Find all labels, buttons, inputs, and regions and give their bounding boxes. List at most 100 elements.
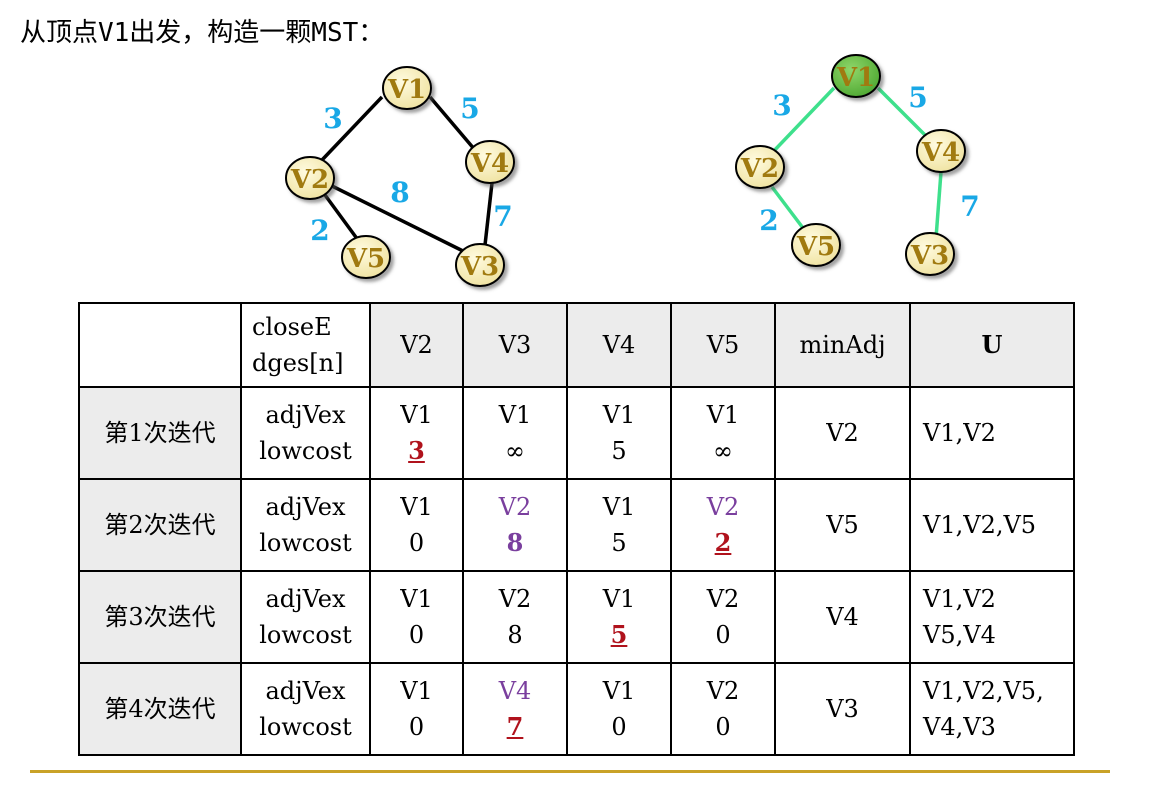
right-node-v4: [916, 129, 966, 173]
adjvex-value-updated: V4: [498, 677, 532, 705]
lowcost-label: lowcost: [259, 713, 352, 741]
adjvex-value: V2: [706, 677, 740, 705]
iteration-label-text: 第1次迭代: [104, 419, 216, 447]
u-set-line1: V1,V2: [923, 585, 996, 613]
left-node-v1: [382, 66, 432, 110]
iteration-label: 第4次迭代: [78, 662, 242, 756]
u-set-line2: V5,V4: [923, 621, 996, 649]
left-edge-v2-v5: [323, 193, 360, 242]
min-adj-value: V4: [774, 570, 911, 664]
lowcost-value: ∞: [505, 437, 525, 465]
min-adj-value: V5: [774, 478, 911, 572]
right-graph-edges: [768, 86, 943, 239]
left-graph-edges: [320, 95, 494, 254]
lowcost-value: 8: [507, 621, 523, 649]
lowcost-value-selected: 3: [408, 436, 425, 465]
iteration-label: 第3次迭代: [78, 570, 242, 664]
iteration-label-text: 第2次迭代: [104, 511, 216, 539]
right-node-v5: [791, 223, 841, 267]
adjvex-value: V1: [602, 401, 636, 429]
u-set: V1,V2,V5, V4,V3: [909, 662, 1075, 756]
left-weight-v2-v5: 2: [310, 214, 329, 247]
header-v3: V3: [462, 302, 568, 388]
u-set-line2: V4,V3: [923, 713, 996, 741]
lowcost-value: 5: [611, 529, 627, 557]
left-node-v2: [285, 156, 335, 200]
adjvex-value-updated: V2: [498, 493, 532, 521]
header-v2: V2: [369, 302, 464, 388]
lowcost-value: 0: [408, 621, 425, 649]
lowcost-label: lowcost: [259, 621, 352, 649]
u-set-line1: V1,V2,V5,: [923, 677, 1044, 705]
iteration-label-text: 第4次迭代: [104, 695, 216, 723]
right-node-v3-label: V3: [910, 241, 949, 271]
right-edge-v1-v4: [876, 86, 927, 137]
iteration-label: 第2次迭代: [78, 478, 242, 572]
left-weight-v4-v3: 7: [493, 200, 512, 233]
right-edge-v2-v5: [770, 185, 808, 234]
adjvex-value-updated: V2: [706, 493, 740, 521]
lowcost-value-selected: 2: [714, 528, 732, 557]
left-weight-v1-v4: 5: [460, 92, 479, 125]
lowcost-value: 0: [715, 621, 731, 649]
right-node-v5-label: V5: [796, 232, 835, 262]
right-node-v1-label: V1: [836, 63, 875, 93]
cell-v3: V1∞: [462, 386, 568, 480]
right-node-v4-label: V4: [921, 138, 960, 168]
adjvex-value: V1: [602, 585, 636, 613]
u-set-line1: V1,V2: [923, 419, 996, 447]
lowcost-value-selected: 5: [610, 620, 628, 649]
adjvex-value: V2: [706, 585, 740, 613]
left-edge-v1-v2: [320, 95, 384, 162]
lowcost-value-updated: 8: [506, 528, 524, 557]
left-edge-v2-v3: [331, 184, 466, 254]
adjvex-value: V1: [602, 677, 636, 705]
graph-canvas: 3 5 8 2 7 V1 V2 V3 V4 V5 3 5 2 7 V1 V2: [285, 54, 980, 287]
right-edge-v4-v3: [934, 171, 943, 239]
left-weight-v1-v2: 3: [323, 102, 342, 135]
lowcost-label: lowcost: [259, 529, 352, 557]
right-weight-v1-v2: 3: [772, 89, 791, 122]
left-node-v2-label: V2: [290, 165, 329, 195]
adjvex-value: V1: [706, 401, 740, 429]
lowcost-value: 0: [611, 713, 627, 741]
adjvex-value: V1: [400, 585, 433, 613]
min-adj-value: V3: [774, 662, 911, 756]
header-v5: V5: [670, 302, 776, 388]
lowcost-value: 5: [611, 437, 627, 465]
left-node-v3-label: V3: [460, 252, 499, 282]
footer-divider: [30, 770, 1110, 773]
cell-v5: V1∞: [670, 386, 776, 480]
page-title: 从顶点V1出发，构造一颗MST：: [20, 18, 385, 48]
right-weight-v1-v4: 5: [908, 81, 927, 114]
adjvex-value: V1: [400, 677, 433, 705]
adjvex-label: adjVex: [265, 493, 346, 521]
right-node-v3: [905, 232, 955, 276]
lowcost-label: lowcost: [259, 437, 352, 465]
adjvex-value: V1: [602, 493, 636, 521]
row-labels: adjVex lowcost: [240, 478, 371, 572]
left-edge-v4-v3: [483, 182, 494, 246]
header-u: U: [909, 302, 1075, 388]
right-weight-v2-v5: 2: [759, 204, 778, 237]
header-v4: V4: [566, 302, 672, 388]
